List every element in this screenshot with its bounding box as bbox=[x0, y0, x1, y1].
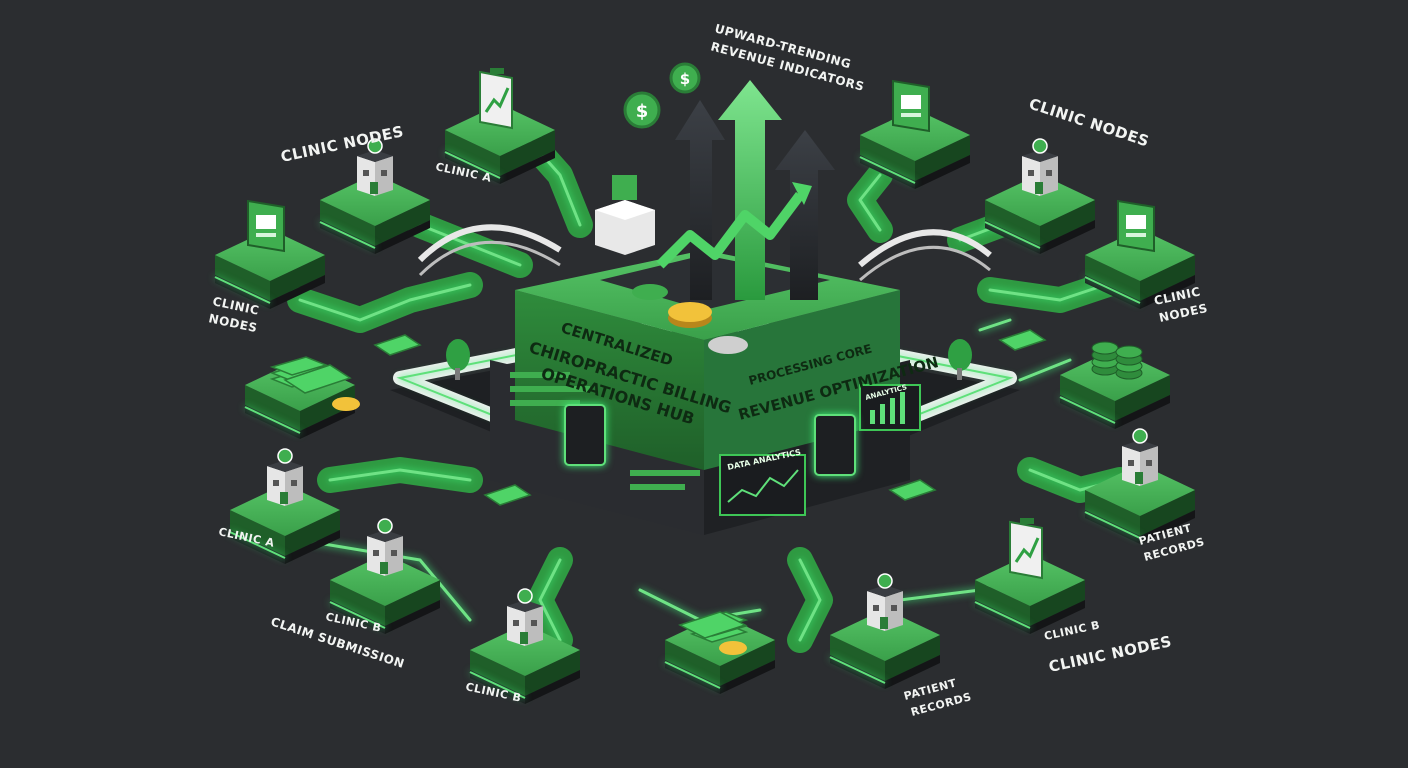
svg-text:$: $ bbox=[636, 101, 649, 122]
bridge-icon bbox=[417, 224, 562, 277]
node-coins-right bbox=[1059, 341, 1170, 429]
cash-stack-icon bbox=[283, 329, 1047, 655]
node-clinic-nodes-top-left bbox=[319, 138, 430, 254]
data-analytics-screen bbox=[719, 454, 806, 516]
node-clinic-a-bottom bbox=[229, 448, 340, 564]
clinic-building-icon bbox=[867, 573, 903, 631]
clinic-building-icon bbox=[357, 138, 393, 196]
id-card-icon bbox=[247, 199, 285, 253]
id-card-icon bbox=[1117, 199, 1155, 253]
label-clinic-nodes-bottom-right: CLINIC NODES bbox=[1047, 632, 1173, 676]
node-clinic-b-left bbox=[329, 518, 440, 634]
clipboard-chart-icon bbox=[479, 68, 513, 130]
floating-dollar-coins: $ $ bbox=[623, 62, 701, 129]
node-patient-records-bottom bbox=[829, 573, 940, 689]
growth-arrow-icon bbox=[656, 80, 835, 300]
node-clinic-a-top bbox=[444, 68, 555, 184]
node-clinic-b-right bbox=[974, 518, 1085, 634]
clinic-building-icon bbox=[507, 588, 543, 646]
node-clinic-nodes-top-right bbox=[984, 138, 1095, 254]
bridge-icon bbox=[858, 229, 992, 282]
svg-text:$: $ bbox=[680, 70, 690, 88]
node-patient-records-right bbox=[1084, 428, 1195, 544]
node-clinic-nodes-left bbox=[214, 199, 325, 309]
clinic-building-icon bbox=[1122, 428, 1158, 486]
server-stack bbox=[595, 175, 655, 255]
clinic-building-icon bbox=[367, 518, 403, 576]
clinic-building-icon bbox=[1022, 138, 1058, 196]
dollar-coin-icon bbox=[632, 284, 748, 354]
dollar-coin-icon bbox=[1091, 341, 1143, 380]
clinic-building-icon bbox=[267, 448, 303, 506]
clipboard-chart-icon bbox=[1009, 518, 1043, 580]
id-card-icon bbox=[892, 79, 930, 133]
tree-icon bbox=[446, 339, 972, 380]
node-cash-left bbox=[244, 356, 355, 439]
node-clinic-b-bottom bbox=[469, 588, 580, 704]
node-clinic-nodes-right bbox=[1084, 199, 1195, 309]
node-top-right bbox=[859, 79, 970, 189]
